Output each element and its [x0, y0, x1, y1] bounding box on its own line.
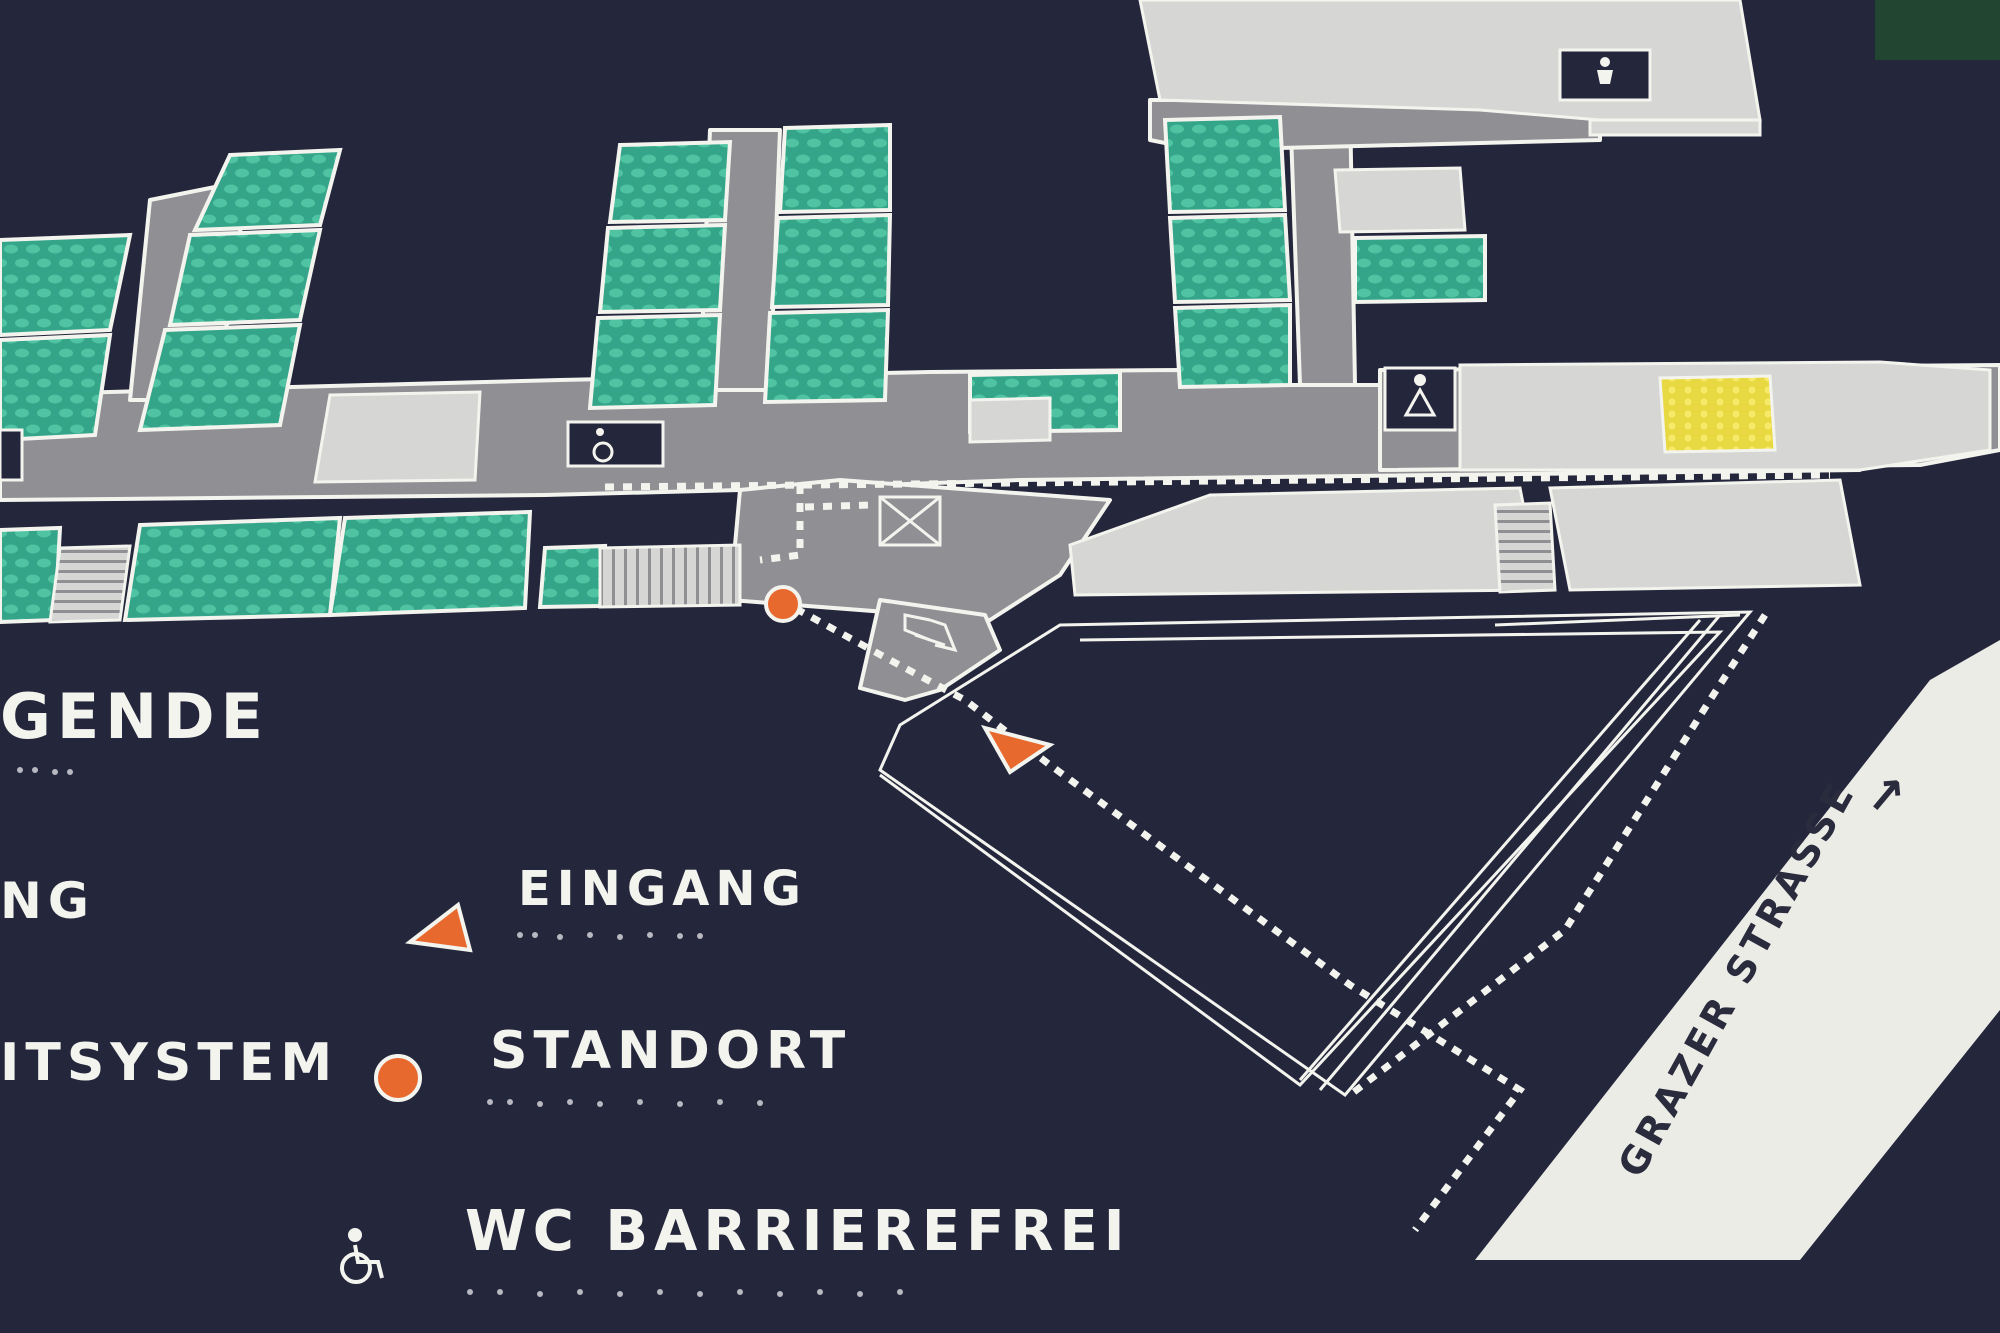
map-entrance-triangle-icon	[980, 724, 1055, 775]
wheelchair-icon	[340, 1228, 384, 1284]
legend-entrance: EINGANG	[518, 861, 807, 917]
legend-location: STANDORT	[490, 1021, 851, 1081]
legend: GENDE NG EINGANG ITSYSTEM STANDORT WC BA…	[0, 680, 1131, 1297]
braille-wc	[467, 1289, 903, 1297]
legend-item-partial-2: ITSYSTEM	[0, 1033, 338, 1093]
street-band	[1475, 640, 2000, 1260]
location-dot-icon	[374, 1054, 422, 1102]
elevator-icon	[878, 495, 942, 547]
tactile-yellow-zone	[1658, 374, 1777, 454]
map-location-dot-icon	[764, 585, 802, 623]
legend-wc: WC BARRIEREFREI	[465, 1199, 1131, 1264]
wheelchair-box	[566, 420, 665, 468]
braille-location	[487, 1099, 763, 1107]
legend-heading: GENDE	[0, 680, 269, 753]
exit-icon	[903, 613, 958, 653]
wc-box-left	[0, 428, 24, 482]
braille-entrance	[517, 932, 703, 940]
guidance-paths	[604, 471, 1831, 1233]
top-edge-strip	[1875, 0, 2000, 60]
plaza-outline	[878, 610, 1754, 1098]
braille-heading	[17, 767, 73, 775]
legend-item-partial-1: NG	[0, 872, 95, 930]
entrance-triangle-icon	[404, 901, 473, 953]
wc-box-top	[1558, 48, 1652, 102]
wc-box-right	[1383, 366, 1457, 432]
